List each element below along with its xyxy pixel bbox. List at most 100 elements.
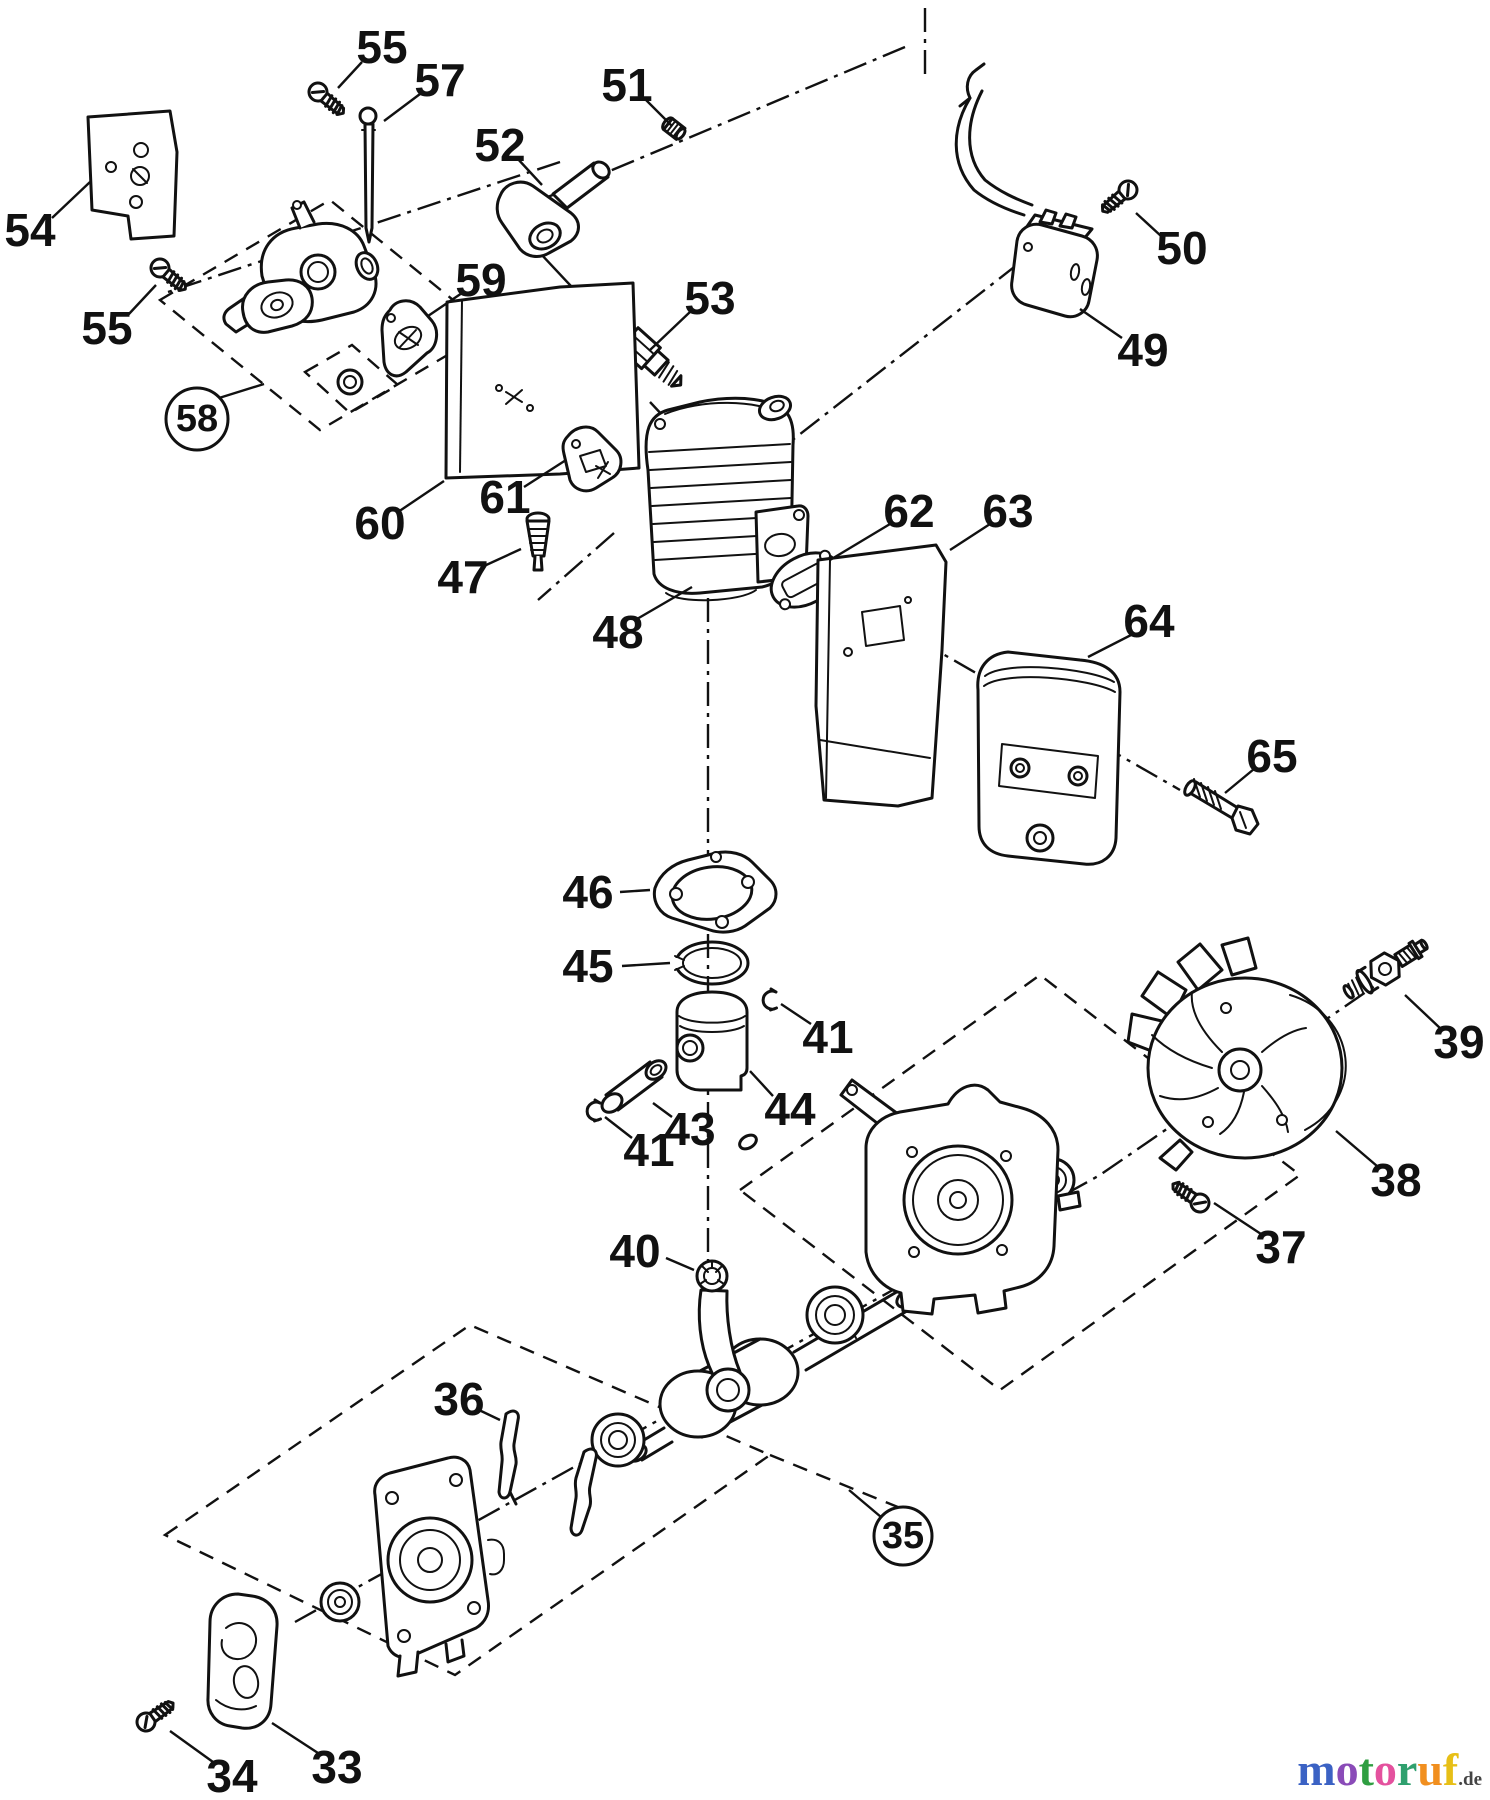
watermark-letter: f — [1442, 1744, 1459, 1795]
part-label-57: 57 — [414, 54, 465, 106]
part-crankcase-right — [738, 1078, 1082, 1316]
label-leader-47 — [483, 547, 522, 568]
label-leader-64 — [1087, 633, 1132, 659]
part-label-48: 48 — [592, 606, 643, 658]
part-label-41: 41 — [623, 1124, 674, 1176]
part-45-piston-ring — [671, 940, 750, 986]
label-leader-46 — [619, 888, 651, 894]
part-43-wrist-pin — [600, 1059, 668, 1114]
part-label-54: 54 — [4, 204, 56, 256]
label-leader-51 — [644, 98, 673, 127]
part-34-screw — [131, 1694, 180, 1737]
part-label-46: 46 — [562, 866, 613, 918]
part-52-spark-plug-boot — [495, 160, 611, 258]
part-label-61: 61 — [479, 471, 530, 523]
part-label-38: 38 — [1370, 1154, 1421, 1206]
watermark-letter: r — [1396, 1744, 1418, 1795]
label-leader-60 — [397, 480, 445, 513]
part-55-screw-top — [303, 77, 351, 122]
part-label-33: 33 — [311, 1741, 362, 1793]
watermark-suffix: .de — [1458, 1769, 1482, 1790]
label-leader-53 — [649, 310, 692, 351]
watermark-letter: m — [1297, 1744, 1336, 1795]
axis-crankshaft — [294, 962, 1409, 1624]
label-leader-45 — [621, 961, 671, 968]
part-41-circlip-right — [761, 987, 778, 1012]
part-label-62: 62 — [883, 485, 934, 537]
part-crankcase-left — [373, 1455, 505, 1678]
watermark-letter: o — [1373, 1744, 1397, 1795]
part-label-50: 50 — [1156, 222, 1207, 274]
part-55-screw-left — [145, 253, 193, 298]
part-label-52: 52 — [474, 119, 525, 171]
label-leader-54 — [51, 181, 91, 219]
part-label-39: 39 — [1433, 1016, 1484, 1068]
part-36-gasket-strip-2 — [569, 1447, 598, 1537]
part-64-muffler — [976, 650, 1122, 866]
label-leader-65 — [1224, 768, 1255, 794]
part-38-flywheel — [1126, 936, 1347, 1172]
kit-box-edge-extension — [769, 1453, 911, 1514]
label-leader-41 — [780, 1003, 812, 1025]
label-leader-55 — [337, 61, 363, 89]
label-leader-59 — [427, 292, 463, 317]
part-48-cylinder — [644, 394, 810, 602]
part-label-43: 43 — [664, 1103, 715, 1155]
label-leader-48 — [636, 585, 693, 621]
part-58-carburetor-assembly — [222, 200, 380, 396]
part-41-circlip-left — [585, 1098, 602, 1123]
axis-impulse-fitting — [537, 532, 615, 601]
label-leader-55 — [127, 284, 157, 316]
part-label-55: 55 — [81, 302, 132, 354]
part-crankshaft-assembly — [626, 1259, 956, 1463]
part-65-muffler-bolt — [1183, 778, 1260, 836]
label-leader-49 — [1079, 308, 1123, 339]
part-label-55: 55 — [356, 21, 407, 73]
part-label-65: 65 — [1246, 730, 1297, 782]
part-label-40: 40 — [609, 1225, 660, 1277]
label-leader-38 — [1335, 1130, 1378, 1167]
label-leader-41 — [604, 1116, 633, 1139]
part-46-base-gasket — [652, 850, 778, 934]
part-54-gasket-plate — [86, 109, 179, 241]
part-label-41: 41 — [802, 1011, 853, 1063]
watermark-letter: u — [1417, 1744, 1443, 1795]
part-63-heat-shield — [814, 543, 948, 808]
part-oil-seal-left — [319, 1581, 361, 1623]
part-57-needle — [358, 106, 378, 244]
part-label-36: 36 — [433, 1373, 484, 1425]
part-37-screw — [1166, 1175, 1215, 1218]
part-61-flange-gasket — [561, 425, 623, 493]
part-label-47: 47 — [437, 551, 488, 603]
label-leader-36 — [478, 1408, 501, 1422]
label-leader-40 — [665, 1256, 695, 1272]
kit-box-crankcase-left — [162, 1323, 773, 1677]
kit-box-carb-nut — [302, 343, 401, 415]
part-label-59: 59 — [455, 254, 506, 306]
part-label-63: 63 — [982, 485, 1033, 537]
label-leader-52 — [516, 157, 543, 186]
label-leader-57 — [383, 93, 421, 122]
part-label-37: 37 — [1255, 1221, 1306, 1273]
label-circle-35 — [872, 1505, 934, 1567]
part-label-49: 49 — [1117, 324, 1168, 376]
label-leader-44 — [749, 1070, 774, 1097]
part-47-impulse-fitting — [525, 511, 551, 572]
label-circle-58 — [164, 386, 230, 452]
axis-carburetor — [167, 160, 561, 294]
part-50-screw — [1095, 175, 1143, 220]
part-49-ignition-coil — [954, 62, 1099, 319]
label-leader-63 — [949, 522, 991, 552]
part-label-51: 51 — [601, 59, 652, 111]
label-leader-62 — [829, 522, 891, 562]
kit-box-crankcase-right — [737, 973, 1303, 1392]
label-leader-50 — [1135, 212, 1162, 237]
part-36-gasket-strip — [497, 1409, 598, 1537]
part-33-bracket — [206, 1592, 279, 1730]
label-leader-61 — [523, 458, 567, 489]
label-leader-43 — [652, 1102, 673, 1118]
label-leader-37 — [1213, 1201, 1262, 1236]
part-main-bearing-left — [590, 1412, 646, 1468]
part-label-35: 35 — [882, 1515, 924, 1557]
